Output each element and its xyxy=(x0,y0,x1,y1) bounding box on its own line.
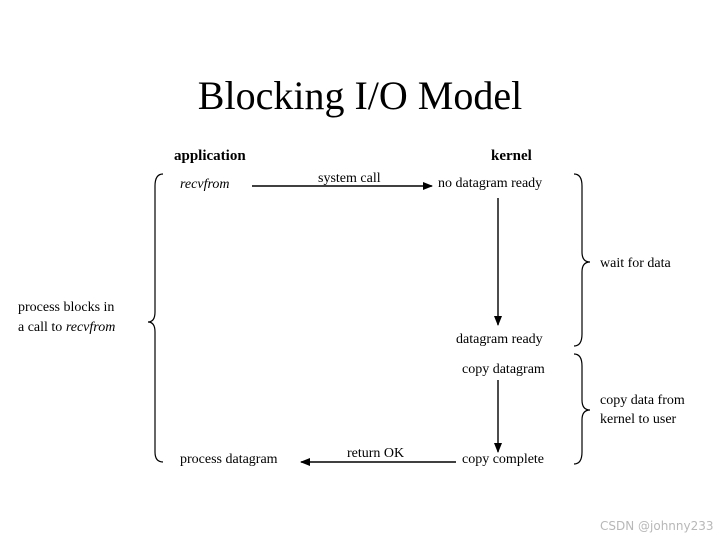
diagram-title: Blocking I/O Model xyxy=(197,73,523,118)
recvfrom-label: recvfrom xyxy=(180,177,230,192)
wait-for-data-label: wait for data xyxy=(600,256,671,271)
copy-datagram-label: copy datagram xyxy=(462,362,545,377)
return-ok-label: return OK xyxy=(347,446,405,461)
copy-data-label-line1: copy data from xyxy=(600,393,685,408)
no-datagram-ready-label: no datagram ready xyxy=(438,176,543,191)
process-blocks-label-line2: a call to recvfrom xyxy=(18,319,115,337)
wait-for-data-brace xyxy=(573,173,591,347)
application-header: application xyxy=(174,148,246,164)
copy-data-label-line2: kernel to user xyxy=(600,412,677,427)
system-call-label: system call xyxy=(318,171,381,186)
watermark: CSDN @johnny233 xyxy=(600,519,714,533)
process-datagram-label: process datagram xyxy=(180,452,278,467)
copy-data-brace xyxy=(573,353,591,465)
datagram-ready-label: datagram ready xyxy=(456,332,543,347)
kernel-header: kernel xyxy=(491,148,532,164)
process-blocks-label-line1: process blocks in xyxy=(18,300,115,315)
process-blocks-prefix: a call to xyxy=(18,320,66,335)
process-blocks-recvfrom: recvfrom xyxy=(65,320,116,335)
process-blocks-brace xyxy=(147,173,164,463)
copy-complete-label: copy complete xyxy=(462,452,545,467)
